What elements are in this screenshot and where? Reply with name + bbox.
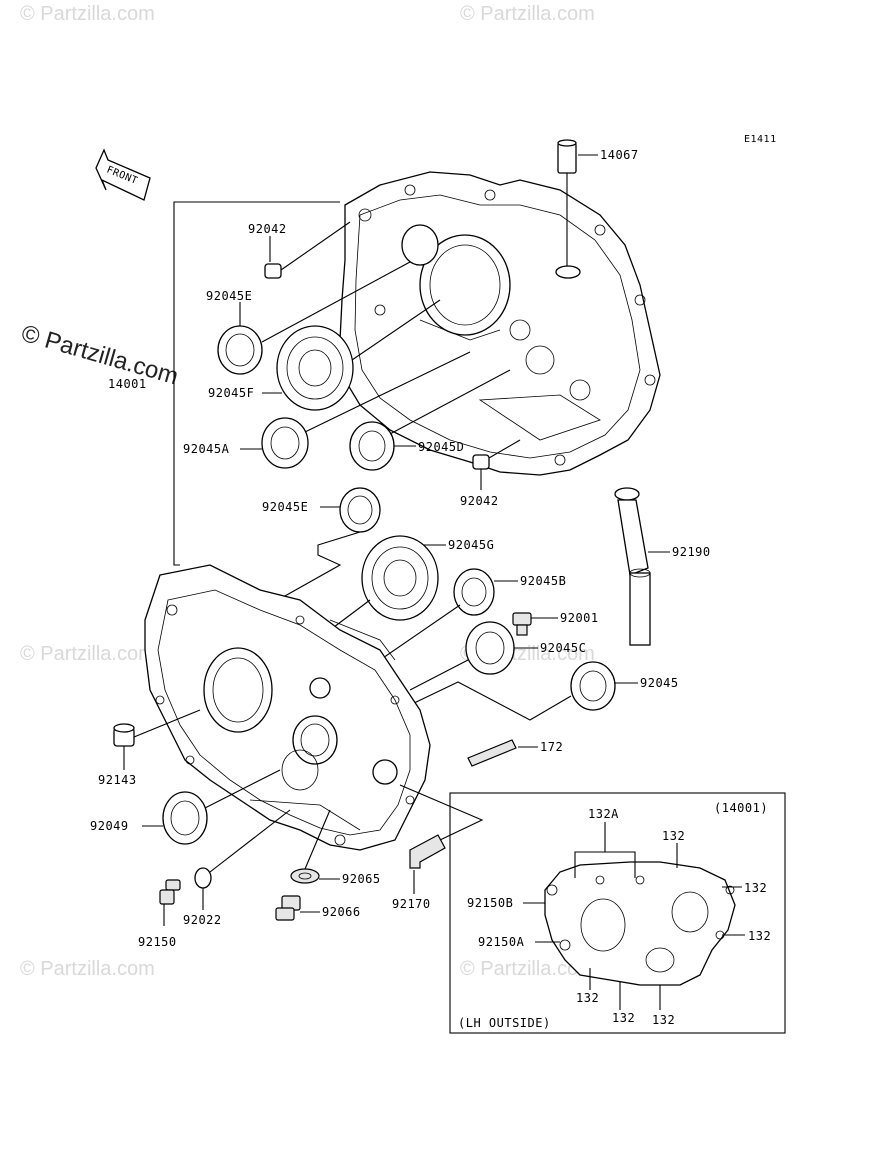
part-172	[467, 739, 538, 767]
part-92042-top	[264, 221, 351, 279]
watermark: © Partzilla.com	[20, 3, 155, 25]
part-92049	[142, 769, 281, 845]
label-92042-mid: 92042	[460, 494, 499, 508]
label-132: 132	[744, 881, 767, 895]
inset-caption: (LH OUTSIDE)	[458, 1016, 551, 1030]
label-132: 132	[576, 991, 599, 1005]
part-92045	[409, 661, 638, 721]
label-132: 132	[612, 1011, 635, 1025]
bracket-14001	[173, 201, 340, 566]
label-92150A: 92150A	[478, 935, 525, 949]
label-92065: 92065	[342, 872, 381, 886]
part-92001	[512, 612, 558, 636]
label-14001: 14001	[108, 377, 147, 391]
label-92045D: 92045D	[418, 440, 464, 454]
watermark-main: © Partzilla.com	[18, 320, 181, 391]
watermark: © Partzilla.com	[20, 958, 155, 980]
label-132A: 132A	[588, 807, 619, 821]
diagram-code: E1411	[744, 134, 777, 145]
part-92065	[290, 809, 340, 884]
label-92150B: 92150B	[467, 896, 513, 910]
label-92170: 92170	[392, 897, 431, 911]
label-92045A: 92045A	[183, 442, 230, 456]
label-92045G: 92045G	[448, 538, 494, 552]
watermark: © Partzilla.com	[20, 643, 155, 665]
right-crankcase	[339, 171, 661, 476]
part-92045F	[262, 299, 441, 411]
part-92042-mid	[472, 439, 521, 490]
label-92045B: 92045B	[520, 574, 566, 588]
front-arrow-icon: FRONT	[95, 148, 151, 201]
part-92045E-top	[217, 261, 411, 375]
label-92143: 92143	[98, 773, 137, 787]
part-92045C	[409, 621, 538, 691]
part-92066	[275, 895, 320, 921]
part-92045A	[240, 351, 471, 469]
label-92042-top: 92042	[248, 222, 287, 236]
label-92045E-top: 92045E	[206, 289, 252, 303]
label-132: 132	[748, 929, 771, 943]
inset-lh-outside	[449, 792, 786, 1034]
label-172: 172	[540, 740, 563, 754]
watermark: © Partzilla.com	[460, 958, 595, 980]
part-92045B	[379, 568, 518, 661]
label-92045C: 92045C	[540, 641, 586, 655]
label-92049: 92049	[90, 819, 129, 833]
watermark: © Partzilla.com	[460, 3, 595, 25]
label-132: 132	[652, 1013, 675, 1027]
label-92150: 92150	[138, 935, 177, 949]
label-92045F: 92045F	[208, 386, 254, 400]
part-92170	[399, 784, 484, 894]
label-132: 132	[662, 829, 685, 843]
label-92045: 92045	[640, 676, 679, 690]
left-crankcase	[144, 564, 431, 851]
part-92143	[113, 709, 201, 770]
part-92022	[194, 809, 291, 910]
part-92045G	[329, 535, 446, 631]
label-14067: 14067	[600, 148, 639, 162]
label-92022: 92022	[183, 913, 222, 927]
part-92045E-mid	[259, 487, 381, 611]
inset-ref: (14001)	[714, 801, 768, 815]
label-92066: 92066	[322, 905, 361, 919]
label-92190: 92190	[672, 545, 711, 559]
label-92001: 92001	[560, 611, 599, 625]
label-92045E-mid: 92045E	[262, 500, 308, 514]
part-92190	[614, 487, 670, 646]
part-92045D	[349, 369, 511, 471]
part-14067	[555, 139, 598, 279]
part-92150	[159, 879, 181, 926]
